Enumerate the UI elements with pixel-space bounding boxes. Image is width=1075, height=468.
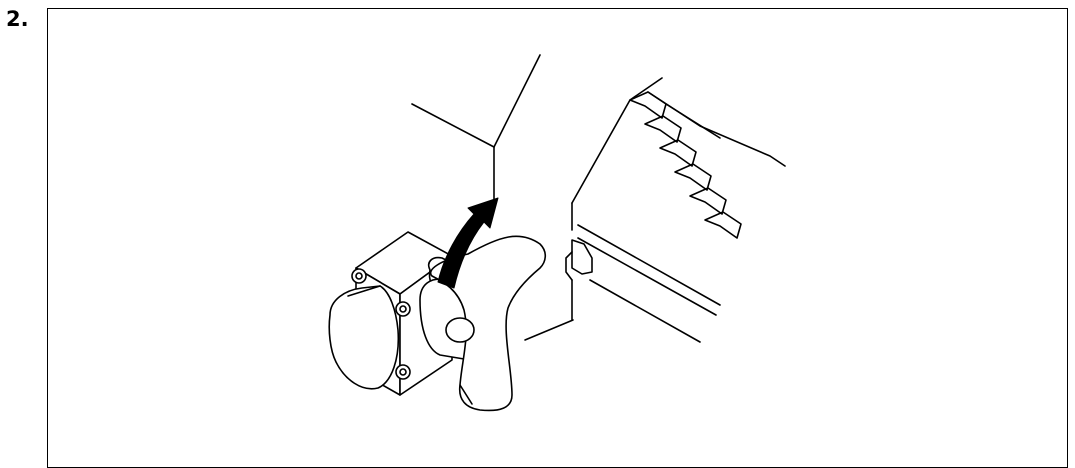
bolt-heads [351, 268, 411, 380]
right-knob [429, 235, 547, 412]
rotation-arrow [437, 197, 499, 289]
machine-body-left [411, 54, 574, 341]
step-number: 2. [6, 7, 29, 31]
illustration-frame [47, 8, 1068, 468]
rack-assembly [565, 77, 786, 343]
left-knob [328, 285, 400, 390]
